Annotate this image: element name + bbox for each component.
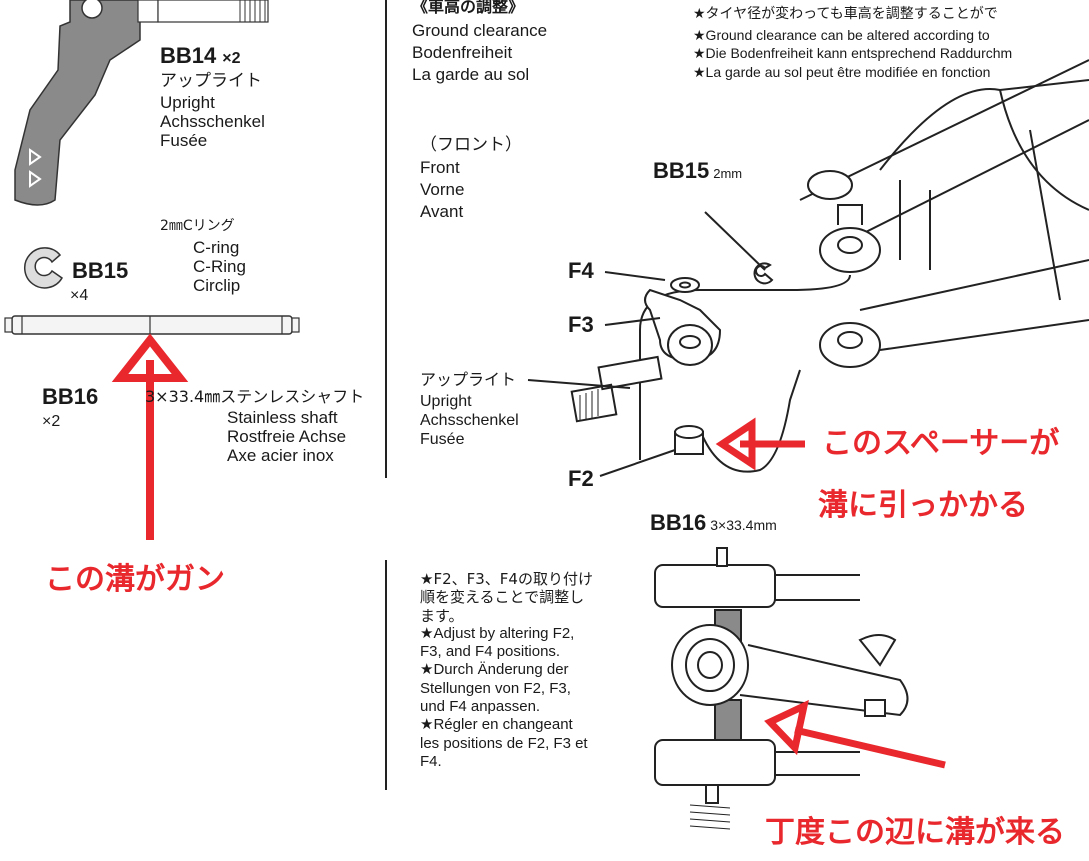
adjust-line: F4. <box>420 752 442 770</box>
note-line-2: ★Ground clearance can be altered accordi… <box>693 27 990 43</box>
bb16-fr-label: Axe acier inox <box>227 446 334 465</box>
bb14-code: BB14×2 <box>160 43 241 68</box>
adjust-line: ★Régler en changeant <box>420 716 573 734</box>
bb14-jp-label: アップライト <box>160 71 262 91</box>
adjust-line: Stellungen von F2, F3, <box>420 679 571 697</box>
spacer-arrow <box>715 417 805 471</box>
bb14-fr-label: Fusée <box>160 131 208 150</box>
front-jp: （フロント） <box>420 135 522 155</box>
upright-jp: アップライト <box>420 370 517 389</box>
adjust-instructions: ★F2、F3、F4の取り付け 順を変えることで調整し ます。 ★Adjust b… <box>420 570 593 771</box>
note-line-1: ★タイヤ径が変わっても車高を調整することがで <box>693 6 998 22</box>
adjust-line: 順を変えることで調整し <box>420 588 585 607</box>
front-fr: Avant <box>420 202 464 221</box>
spacer-annotation-line1: このスペーサーが <box>822 426 1060 461</box>
bb14-de-label: Achsschenkel <box>160 112 265 131</box>
f2-label: F2 <box>568 466 594 491</box>
bb16-qty: ×2 <box>42 413 61 430</box>
adjust-line: ます。 <box>420 606 464 625</box>
front-en: Front <box>420 158 460 177</box>
groove-annotation: この溝がガン <box>45 562 225 597</box>
bb15-jp-label: 2㎜Cリング <box>160 218 235 234</box>
bb16-shaft-part <box>4 315 300 335</box>
upright-de: Achsschenkel <box>420 412 519 429</box>
f4-label: F4 <box>568 258 594 283</box>
adjust-line: ★F2、F3、F4の取り付け <box>420 570 593 588</box>
adjust-line: ★Adjust by altering F2, <box>420 624 575 642</box>
front-de: Vorne <box>420 180 465 199</box>
bb16-code: BB16 <box>42 384 99 409</box>
adjust-line: ★Durch Änderung der <box>420 661 569 679</box>
bb16-en-label: Stainless shaft <box>227 408 338 427</box>
bb14-upright-part <box>14 0 269 206</box>
bb14-en-label: Upright <box>160 93 215 112</box>
bb16-jp-label: 3×33.4㎜ステンレスシャフト <box>145 387 365 406</box>
section-heading-de: Bodenfreiheit <box>412 43 513 62</box>
section-heading-fr: La garde au sol <box>412 65 530 84</box>
section-heading-en: Ground clearance <box>412 21 548 40</box>
bb15-de-label: C-Ring <box>193 257 246 276</box>
bb15-qty: ×4 <box>70 287 89 304</box>
shaft-detail-diagram <box>654 547 909 830</box>
f3-label: F3 <box>568 312 594 337</box>
upright-fr: Fusée <box>420 431 465 448</box>
adjust-line: les positions de F2, F3 et <box>420 734 588 752</box>
bb15-fr-label: Circlip <box>193 276 241 295</box>
note-line-4: ★La garde au sol peut être modifiée en f… <box>693 64 991 80</box>
adjust-line: und F4 anpassen. <box>420 698 541 716</box>
bb15-en-label: C-ring <box>193 238 240 257</box>
front-assembly-diagram <box>527 59 1089 477</box>
groove-arrow <box>111 333 189 540</box>
bb15-c-ring-part <box>24 247 63 289</box>
spacer-annotation-line2: 溝に引っかかる <box>818 488 1028 523</box>
note-line-3: ★Die Bodenfreiheit kann entsprechend Rad… <box>693 45 1013 61</box>
adjust-line: F3, and F4 positions. <box>420 643 561 661</box>
upright-en: Upright <box>420 393 472 410</box>
section-heading-jp: 《車高の調整》 <box>412 0 525 16</box>
bb16-de-label: Rostfreie Achse <box>227 427 347 446</box>
position-annotation: 丁度この辺に溝が来る <box>765 815 1065 850</box>
position-arrow <box>764 699 946 769</box>
bb15-code: BB15 <box>72 258 129 283</box>
